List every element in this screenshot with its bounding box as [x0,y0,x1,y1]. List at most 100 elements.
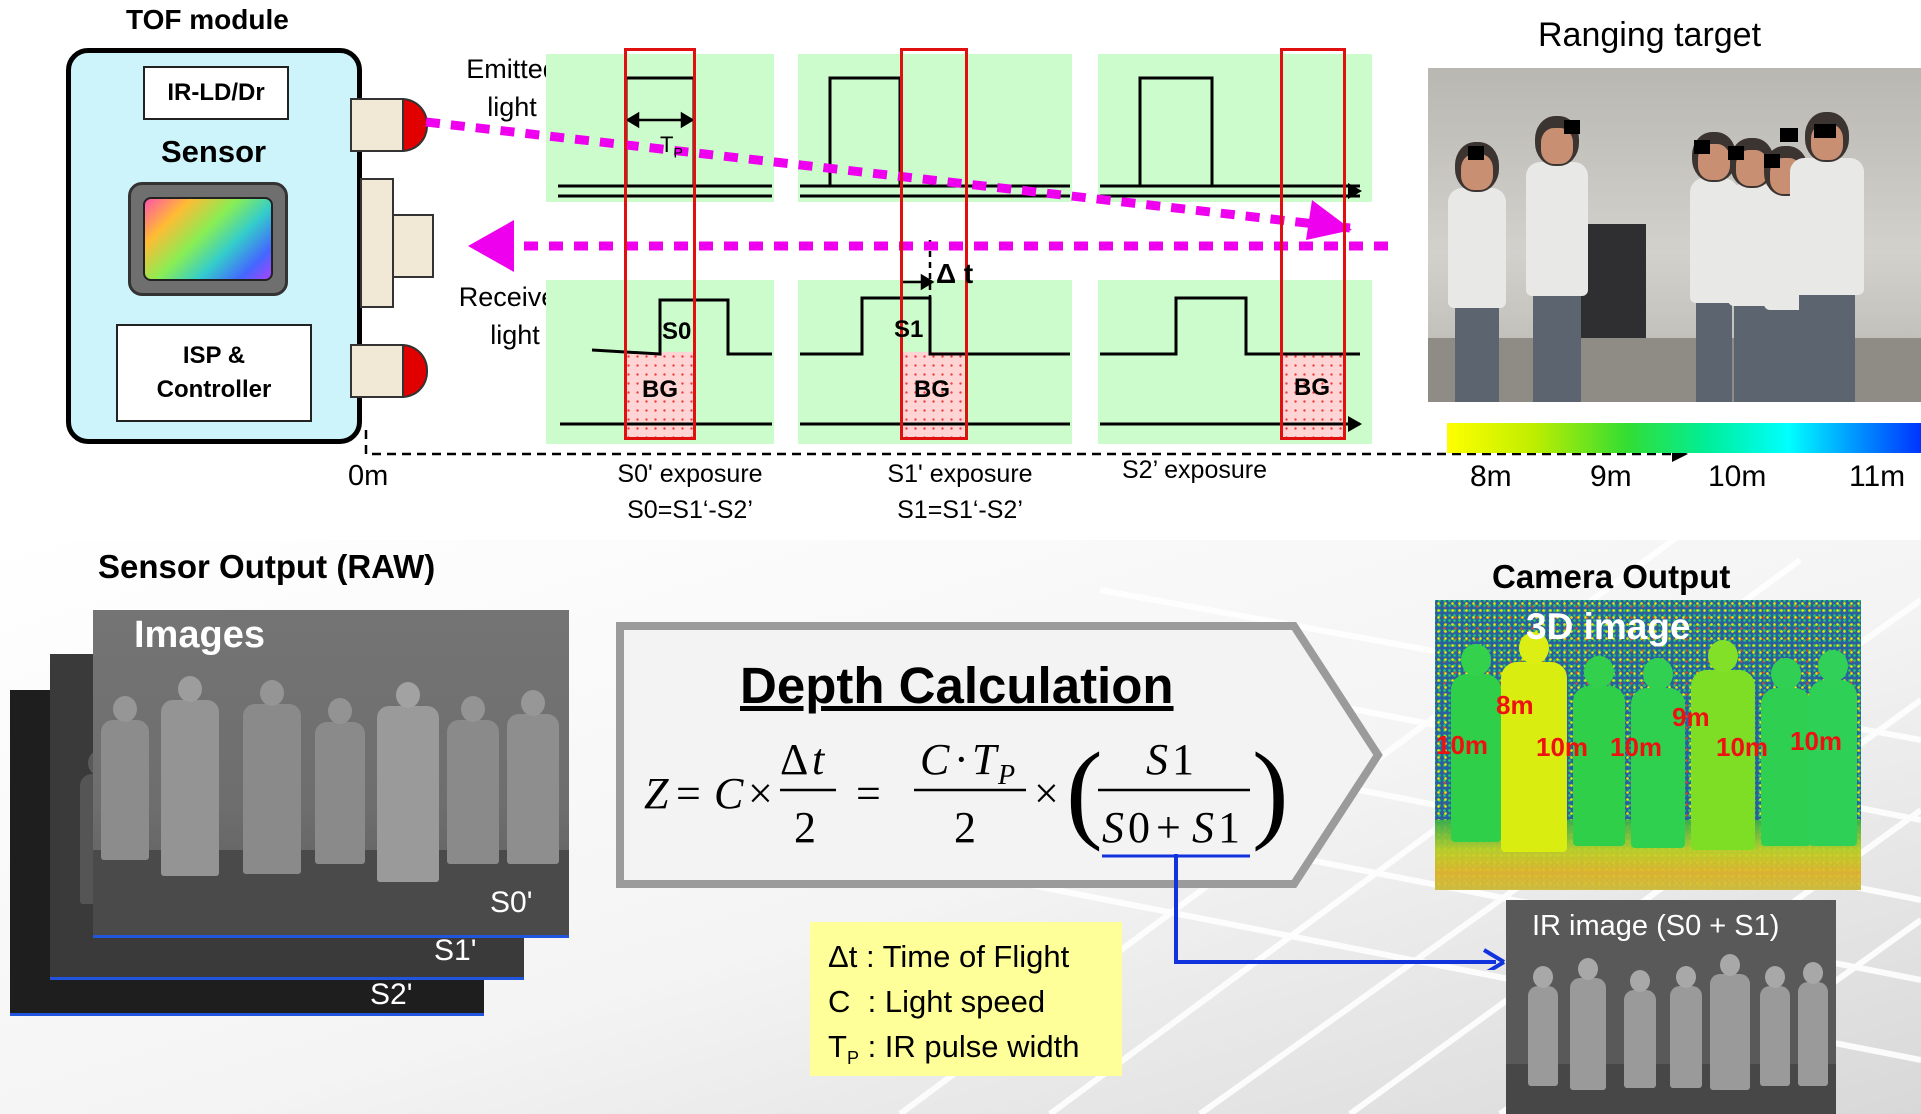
svg-text:P: P [997,760,1015,791]
tof-module-title: TOF module [126,4,289,35]
exposure-s1-line-2: S1=S1‘-S2’ [897,496,1023,524]
depth-person [1573,656,1625,846]
frame-label-s0: S0' [490,886,533,919]
photo-person [1448,142,1506,402]
svg-text:×: × [1034,769,1059,818]
legend-subscript: P [846,1048,859,1069]
svg-text:×: × [748,769,773,818]
svg-text:=: = [676,769,701,818]
bg-label-s1: BG [914,376,950,403]
delta-t-label: Δ t [936,258,974,289]
ir-person [1624,970,1656,1088]
face-mask [1694,140,1710,154]
sensor-array [143,197,273,281]
svg-text:2: 2 [954,803,976,852]
face-mask [1764,154,1780,168]
raw-person [243,680,301,874]
depth-label: 10m [1716,732,1769,762]
legend-row-tp: TP : IR pulse width [828,1024,1122,1081]
exposure-window-s0 [624,48,696,440]
svg-text:+: + [1156,803,1181,852]
raw-person [447,696,499,864]
ir-output-image [1506,900,1836,1114]
legend-symbol: C [828,984,851,1019]
receiver-lens [392,214,434,278]
ir-image-link-arrow [1174,854,1506,970]
received-line-2: light [490,320,540,350]
ir-person [1570,958,1606,1090]
distance-start-label: 0m [348,460,389,492]
ir-person [1760,966,1790,1086]
exposure-caption-s2: S2’ exposure [1122,456,1267,484]
s1-pulse-label: S1 [894,316,924,343]
exposure-s0-line-1: S0' exposure [617,460,763,488]
bg-label-s0: BG [642,376,678,403]
depth-calculation-panel [616,622,1383,888]
svg-text:C: C [920,735,950,784]
sensor-output-title: Sensor Output (RAW) [98,548,436,585]
ir-emitter-bottom [350,344,404,398]
sensor-label: Sensor [161,134,267,169]
depth-person [1691,640,1755,850]
isp-line-2: Controller [156,376,272,403]
raw-frame-s0 [93,610,569,938]
svg-text:Δ: Δ [780,735,808,784]
exposure-s0-line-2: S0=S1‘-S2’ [627,496,753,524]
frame-label-s2: S2' [370,978,413,1011]
ir-ld-block: IR-LD/Dr [143,66,289,120]
depth-label: 10m [1610,732,1663,762]
legend-text: : IR pulse width [858,1029,1080,1064]
depth-label: 8m [1496,690,1534,720]
svg-text:t: t [812,735,826,784]
s0-pulse-label: S0 [662,318,692,345]
legend-row-tof: Δt : Time of Flight [828,934,1122,979]
image3d-label: 3D image [1526,606,1691,647]
raw-person [507,690,559,864]
depth-person [1501,632,1567,852]
ir-image-label: IR image (S0 + S1) [1532,910,1780,942]
svg-text:S: S [1146,735,1168,784]
svg-text:1: 1 [1218,803,1240,852]
exposure-window-s2 [1280,48,1346,440]
svg-text:C: C [714,769,744,818]
legend-text: : Time of Flight [857,939,1070,974]
scale-label: 8m [1470,460,1512,493]
isp-controller-block: ISP & Controller [116,324,312,422]
depth-label: 9m [1672,702,1710,732]
camera-output-title: Camera Output [1492,558,1731,595]
isp-line-1: ISP & [182,342,246,369]
legend-symbol: Δt [828,939,858,974]
photo-person [1526,116,1588,402]
face-mask [1814,124,1836,138]
pulse-width-label: TP [660,132,683,160]
raw-person [101,696,149,860]
depth-label: 10m [1536,732,1589,762]
raw-person [161,676,219,876]
emitted-line-1: Emitted [466,54,558,84]
photo-person [1790,112,1864,402]
exposure-window-s1 [900,48,968,440]
timing-waveforms [364,76,1688,462]
depth-person [1761,658,1811,846]
svg-text:(: ( [1066,730,1103,852]
images-label: Images [134,614,265,656]
svg-text:Z: Z [644,769,669,818]
depth-3d-image [1435,600,1861,890]
ir-person [1670,966,1702,1088]
svg-text:S: S [1102,803,1124,852]
depth-person [1631,658,1685,848]
svg-text:·: · [954,735,969,784]
tp-subscript: P [673,144,683,161]
raw-person [315,698,365,864]
face-mask [1728,146,1744,160]
face-mask [1564,120,1580,134]
depth-calculation-title: Depth Calculation [740,657,1174,714]
tp-symbol: T [660,132,674,157]
exposure-s1-line-1: S1' exposure [887,460,1033,488]
depth-person [1451,644,1501,842]
svg-text:=: = [856,769,881,818]
bg-label-s2: BG [1294,374,1330,401]
image-sensor-chip [128,182,288,296]
legend-text: : Light speed [850,984,1046,1019]
